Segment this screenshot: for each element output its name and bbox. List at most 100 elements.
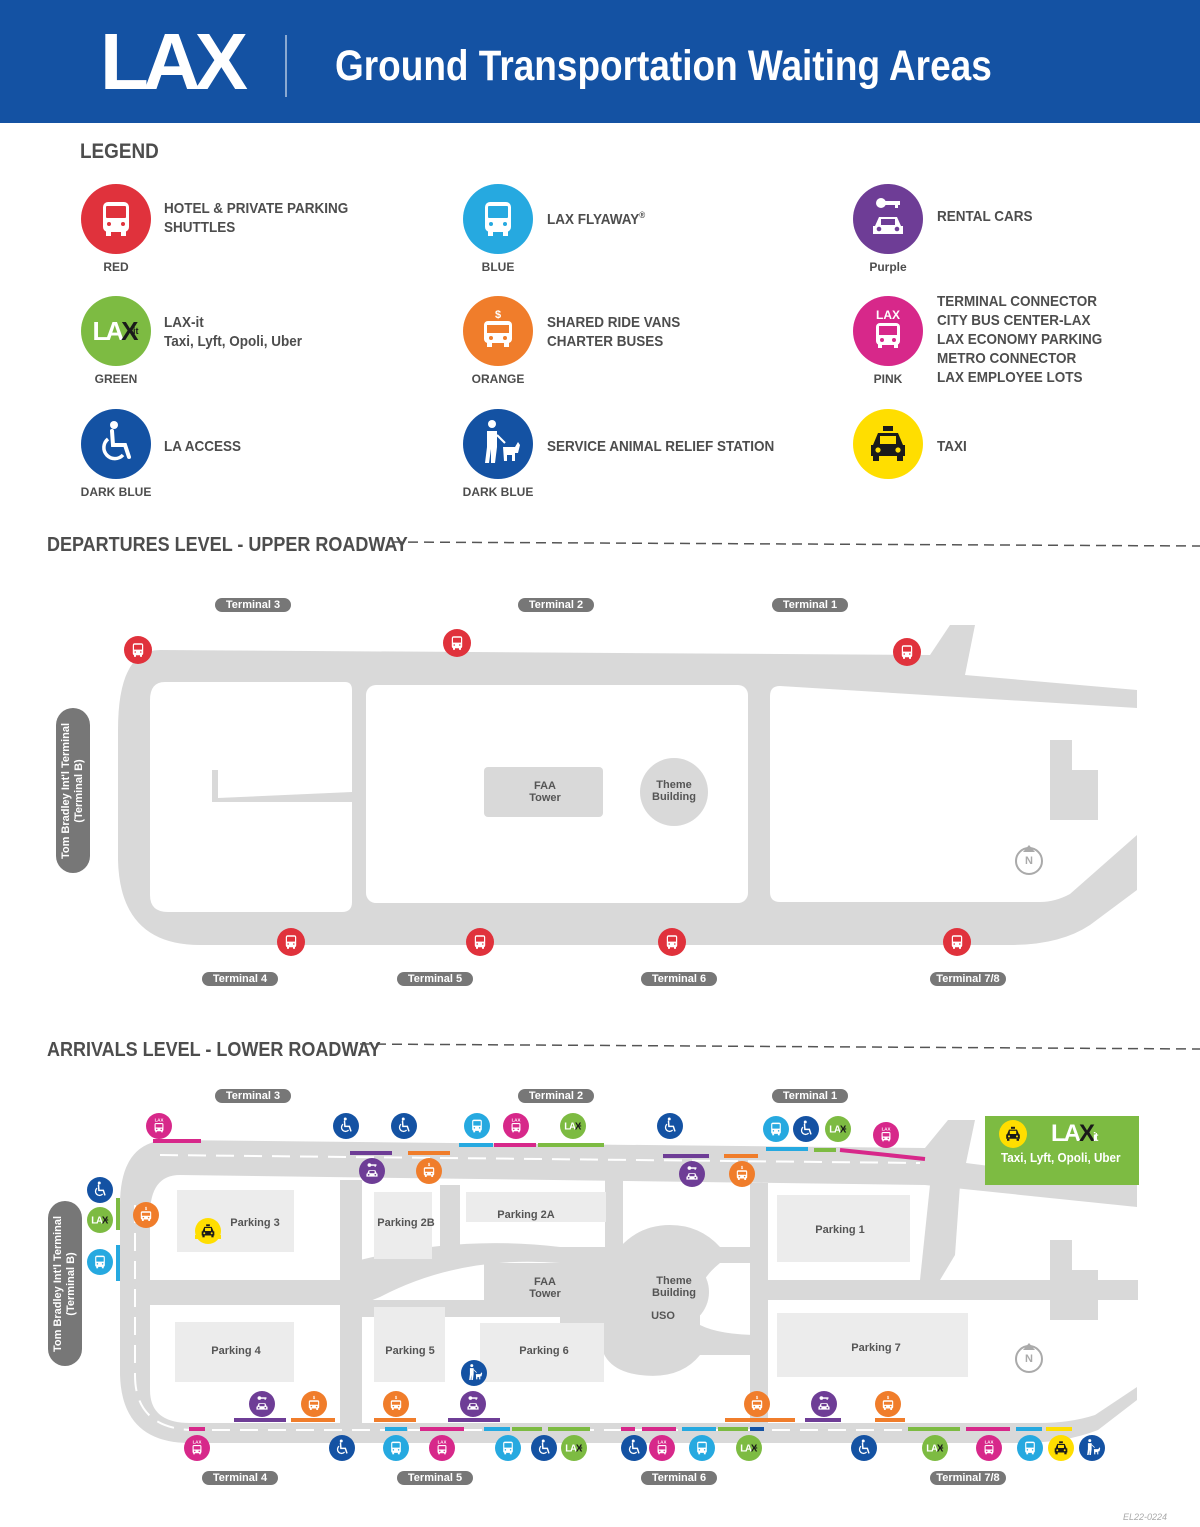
dep-terminal-1: Terminal 1 — [772, 598, 848, 612]
shuttle-bus-icon — [81, 184, 151, 254]
wheelchair-icon — [87, 1177, 113, 1203]
svg-text:LAX: LAX — [985, 1440, 994, 1445]
svg-text:$: $ — [145, 1206, 148, 1211]
arr-terminal-3: Terminal 3 — [215, 1089, 291, 1103]
parking-4-label: Parking 4 — [211, 1345, 261, 1357]
legend-label: RENTAL CARS — [937, 208, 1033, 225]
svg-text:$: $ — [495, 309, 501, 321]
svg-text:LAX: LAX — [926, 1443, 944, 1454]
svg-text:$: $ — [395, 1395, 398, 1400]
arrivals-map: Parking 3 Parking 2B Parking 2A Parking … — [0, 1035, 1200, 1525]
wheelchair-icon — [333, 1113, 359, 1139]
svg-text:it: it — [133, 326, 139, 336]
svg-text:LAX: LAX — [155, 1118, 164, 1123]
svg-text:LAX: LAX — [882, 1127, 891, 1132]
parking-6-label: Parking 6 — [519, 1345, 569, 1357]
dep-terminal-4: Terminal 4 — [202, 972, 278, 986]
rental-car-key-icon — [679, 1161, 705, 1187]
svg-text:LAX: LAX — [512, 1118, 521, 1123]
flyaway-bus-icon — [495, 1435, 521, 1461]
page-title: Ground Transportation Waiting Areas — [335, 42, 992, 90]
svg-text:LAX: LAX — [740, 1443, 758, 1454]
svg-text:LAX: LAX — [564, 1121, 582, 1132]
lax-connector-bus-icon: LAX — [976, 1435, 1002, 1461]
uso-label: USO — [651, 1310, 675, 1322]
legend-color-name: DARK BLUE — [80, 485, 152, 499]
parking-7-label: Parking 7 — [851, 1342, 901, 1354]
shuttle-bus-icon — [277, 928, 305, 956]
legend-color-name: DARK BLUE — [462, 485, 534, 499]
wheelchair-icon — [391, 1113, 417, 1139]
flyaway-bus-icon — [87, 1249, 113, 1275]
flyaway-bus-icon — [463, 184, 533, 254]
wheelchair-icon — [329, 1435, 355, 1461]
shared-ride-van-icon: $ — [875, 1391, 901, 1417]
north-arrow-icon — [1015, 1343, 1043, 1373]
lax-connector-bus-icon: LAX — [873, 1122, 899, 1148]
service-animal-icon — [463, 409, 533, 479]
svg-text:it: it — [579, 1124, 582, 1128]
departures-title: DEPARTURES LEVEL - UPPER ROADWAY — [47, 534, 408, 556]
wheelchair-icon — [621, 1435, 647, 1461]
flyaway-bus-icon — [689, 1435, 715, 1461]
legend-label: TAXI — [937, 438, 967, 455]
rental-car-key-icon — [249, 1391, 275, 1417]
dep-tom-bradley-terminal: Tom Bradley Int'l Terminal(Terminal B) — [56, 708, 90, 873]
arr-terminal-7-8: Terminal 7/8 — [930, 1471, 1006, 1485]
parking-1-label: Parking 1 — [815, 1224, 865, 1236]
arrivals-roadway — [116, 1043, 1200, 1443]
svg-text:LAX: LAX — [193, 1440, 202, 1445]
shuttle-bus-icon — [658, 928, 686, 956]
svg-text:it: it — [941, 1446, 944, 1450]
svg-text:it: it — [106, 1218, 109, 1222]
lax-connector-bus-icon: LAX — [184, 1435, 210, 1461]
wheelchair-icon — [657, 1113, 683, 1139]
svg-text:LAX: LAX — [658, 1440, 667, 1445]
service-animal-icon — [461, 1360, 487, 1386]
legend-color-name: ORANGE — [471, 372, 525, 386]
arr-terminal-1: Terminal 1 — [772, 1089, 848, 1103]
svg-text:LAX: LAX — [438, 1440, 447, 1445]
rental-car-key-icon — [853, 184, 923, 254]
rental-car-key-icon — [460, 1391, 486, 1417]
legend-label: LA ACCESS — [164, 438, 242, 455]
lax-logo: LAX — [100, 17, 248, 106]
shuttle-bus-icon — [466, 928, 494, 956]
lax-it-logo: LAXit — [1051, 1120, 1099, 1147]
service-animal-icon — [1079, 1435, 1105, 1461]
north-label: N — [1025, 855, 1033, 867]
dep-terminal-6: Terminal 6 — [641, 972, 717, 986]
shuttle-bus-icon — [124, 636, 152, 664]
svg-text:LAX: LAX — [829, 1124, 847, 1135]
legend-label: SERVICE ANIMAL RELIEF STATION — [547, 438, 775, 455]
north-arrow-icon — [1015, 845, 1043, 875]
svg-text:$: $ — [756, 1395, 759, 1400]
shuttle-bus-icon — [893, 638, 921, 666]
departures-roadway — [118, 541, 1200, 945]
lax-connector-bus-icon: LAX — [853, 296, 923, 366]
flyaway-bus-icon — [1017, 1435, 1043, 1461]
dep-terminal-3: Terminal 3 — [215, 598, 291, 612]
shared-ride-van-icon: $ — [301, 1391, 327, 1417]
shared-ride-van-icon: $ — [416, 1158, 442, 1184]
rental-car-key-icon — [811, 1391, 837, 1417]
curb-zone-bars — [116, 1139, 1072, 1431]
svg-text:LAX: LAX — [565, 1443, 583, 1454]
lax-it-pickup-area: LAXit Taxi, Lyft, Opoli, Uber — [985, 1116, 1139, 1185]
taxi-icon — [853, 409, 923, 479]
svg-text:$: $ — [741, 1165, 744, 1170]
arr-terminal-4: Terminal 4 — [202, 1471, 278, 1485]
dep-terminal-5: Terminal 5 — [397, 972, 473, 986]
arr-tom-bradley-terminal: Tom Bradley Int'l Terminal(Terminal B) — [48, 1201, 82, 1366]
arr-terminal-6: Terminal 6 — [641, 1471, 717, 1485]
taxi-icon — [195, 1218, 221, 1244]
shuttle-bus-icon — [443, 629, 471, 657]
legend-color-name: RED — [103, 260, 129, 274]
dep-terminal-2: Terminal 2 — [518, 598, 594, 612]
